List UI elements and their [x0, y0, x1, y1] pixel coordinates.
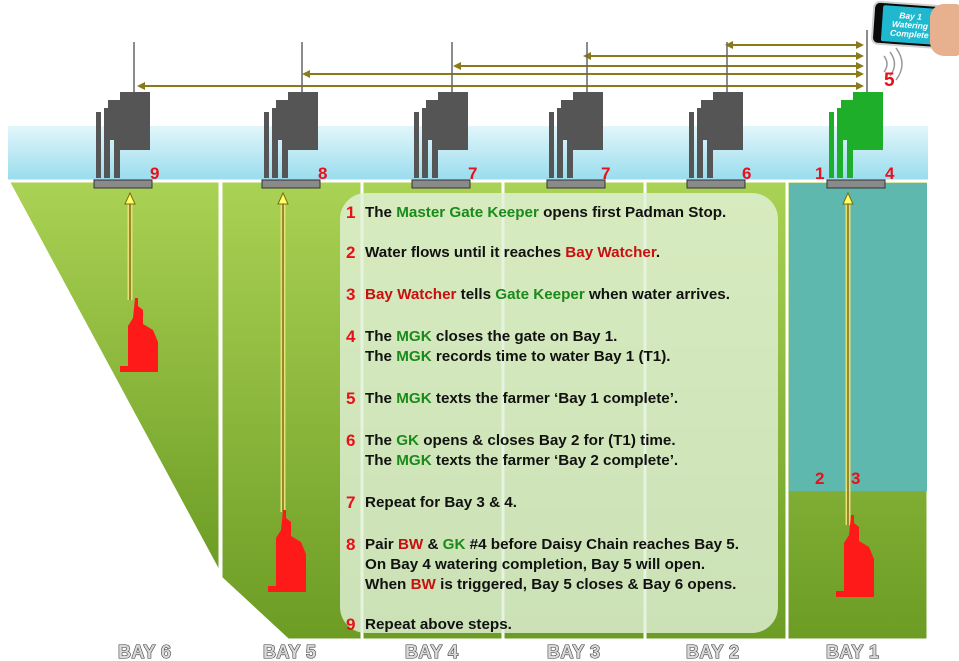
marker-bay-watcher-left: 2 [815, 469, 824, 488]
gate-keeper-bay-3 [546, 42, 606, 189]
bay-label-1: BAY 1 [826, 642, 880, 661]
step-8: 8 Pair BW & GK #4 before Daisy Chain reac… [346, 535, 770, 595]
step-text-fragment: is triggered, Bay 5 closes & Bay 6 opens… [435, 576, 737, 593]
step-text-fragment: The [365, 204, 397, 221]
step-text-fragment: The [365, 390, 397, 407]
step-number: 7 [346, 493, 356, 512]
step-5: 5 The MGK texts the farmer ‘Bay 1 complet… [346, 389, 770, 409]
gate-number-bay-5: 8 [318, 164, 327, 183]
master-gate-keeper-bay-1 [826, 30, 886, 189]
step-text-fragment: records time to water Bay 1 (T1). [431, 348, 671, 365]
step-text-fragment: When [365, 576, 411, 593]
field-bay-5 [219, 179, 364, 642]
gate-keeper-bay-4 [411, 42, 471, 189]
bay-label-4: BAY 4 [405, 642, 459, 661]
step-text: The GK opens & closes Bay 2 for (T1) tim… [365, 431, 678, 471]
bay-watcher-bay-6 [120, 298, 158, 372]
step-text-fragment: opens & closes Bay 2 for (T1) time. [419, 432, 676, 449]
role-label-bay-watcher: Bay Watcher [565, 244, 656, 261]
step-number: 8 [346, 535, 356, 554]
step-text-fragment: Repeat above steps. [365, 616, 512, 633]
field-bay-6 [5, 179, 222, 575]
step-number: 4 [346, 327, 356, 346]
step-text: The MGK closes the gate on Bay 1. The MGK… [365, 327, 671, 367]
step-1: 1 The Master Gate Keeper opens first Padm… [346, 203, 770, 223]
role-label-gate-keeper: GK [442, 536, 466, 553]
gate-keeper-bay-2 [686, 42, 746, 189]
role-label-bay-watcher: Bay Watcher [365, 286, 457, 303]
role-label-gate-keeper: MGK [396, 390, 432, 407]
step-text-fragment: tells [456, 286, 496, 303]
bay-label-6: BAY 6 [118, 642, 172, 661]
step-text-fragment: The [365, 348, 397, 365]
step-number: 2 [346, 243, 356, 262]
step-text-fragment: Repeat for Bay 3 & 4. [365, 494, 517, 511]
step-text-fragment: when water arrives. [584, 286, 730, 303]
bay-label-3: BAY 3 [547, 642, 601, 661]
gate-keeper-bay-6 [93, 42, 153, 189]
bay-watcher-lines [124, 191, 854, 525]
step-number: 6 [346, 431, 356, 450]
phone-screen-text: Bay 1 Watering Complete [889, 9, 930, 40]
step-text-fragment: Pair [365, 536, 398, 553]
step-number: 3 [346, 285, 356, 304]
step-text: Repeat above steps. [365, 615, 512, 635]
signal-waves-icon [883, 47, 903, 81]
step-text-fragment: On Bay 4 watering completion, Bay 5 will… [365, 556, 706, 573]
step-text-fragment: texts the farmer ‘Bay 1 complete’. [431, 390, 679, 407]
gate-number-bay-2: 6 [742, 164, 751, 183]
role-label-gate-keeper: Master Gate Keeper [396, 204, 539, 221]
role-label-gate-keeper: MGK [396, 328, 432, 345]
step-text-fragment: Water flows until it reaches [365, 244, 566, 261]
step-2: 2 Water flows until it reaches Bay Watche… [346, 243, 770, 263]
step-number: 1 [346, 203, 356, 222]
gate-number-bay-3: 7 [601, 164, 610, 183]
gate-number-bay-6: 9 [150, 164, 159, 183]
step-text: Repeat for Bay 3 & 4. [365, 493, 517, 513]
gate-number-bay-1-right: 4 [885, 164, 895, 183]
role-label-gate-keeper: MGK [396, 348, 432, 365]
step-number: 5 [346, 389, 356, 408]
role-label-gate-keeper: Gate Keeper [495, 286, 585, 303]
step-text: The MGK texts the farmer ‘Bay 1 complete… [365, 389, 678, 409]
gate-keeper-bay-5 [261, 42, 321, 189]
phone-marker: 5 [884, 70, 895, 91]
step-text: The Master Gate Keeper opens first Padma… [365, 203, 726, 223]
bay-label-2: BAY 2 [686, 642, 740, 661]
bay-label-5: BAY 5 [263, 642, 317, 661]
step-text-fragment: The [365, 452, 397, 469]
step-text-fragment: . [655, 244, 661, 261]
role-label-gate-keeper: GK [396, 432, 420, 449]
gate-number-bay-1-left: 1 [815, 164, 824, 183]
step-text-fragment: #4 before Daisy Chain reaches Bay 5. [465, 536, 739, 553]
gate-number-bay-4: 7 [468, 164, 477, 183]
step-text-fragment: & [423, 536, 443, 553]
hand-icon [930, 4, 959, 56]
step-text-fragment: texts the farmer ‘Bay 2 complete’. [431, 452, 679, 469]
step-9: 9 Repeat above steps. [346, 615, 770, 635]
step-text: Pair BW & GK #4 before Daisy Chain reach… [365, 535, 739, 595]
role-label-bay-watcher: BW [410, 576, 436, 593]
role-label-bay-watcher: BW [397, 536, 424, 553]
step-text-fragment: opens first Padman Stop. [538, 204, 727, 221]
step-text: Bay Watcher tells Gate Keeper when water… [365, 285, 730, 305]
marker-bay-watcher-right: 3 [851, 469, 860, 488]
step-text-fragment: closes the gate on Bay 1. [431, 328, 618, 345]
signal-arrows [137, 41, 864, 90]
step-7: 7 Repeat for Bay 3 & 4. [346, 493, 770, 513]
step-number: 9 [346, 615, 356, 634]
bay-watcher-bay-5 [268, 510, 306, 592]
step-text-fragment: The [365, 328, 397, 345]
step-text: Water flows until it reaches Bay Watcher… [365, 243, 660, 263]
step-3: 3 Bay Watcher tells Gate Keeper when wat… [346, 285, 770, 305]
step-text-fragment: The [365, 432, 397, 449]
role-label-gate-keeper: MGK [396, 452, 432, 469]
bay-watcher-bay-1 [836, 515, 874, 597]
